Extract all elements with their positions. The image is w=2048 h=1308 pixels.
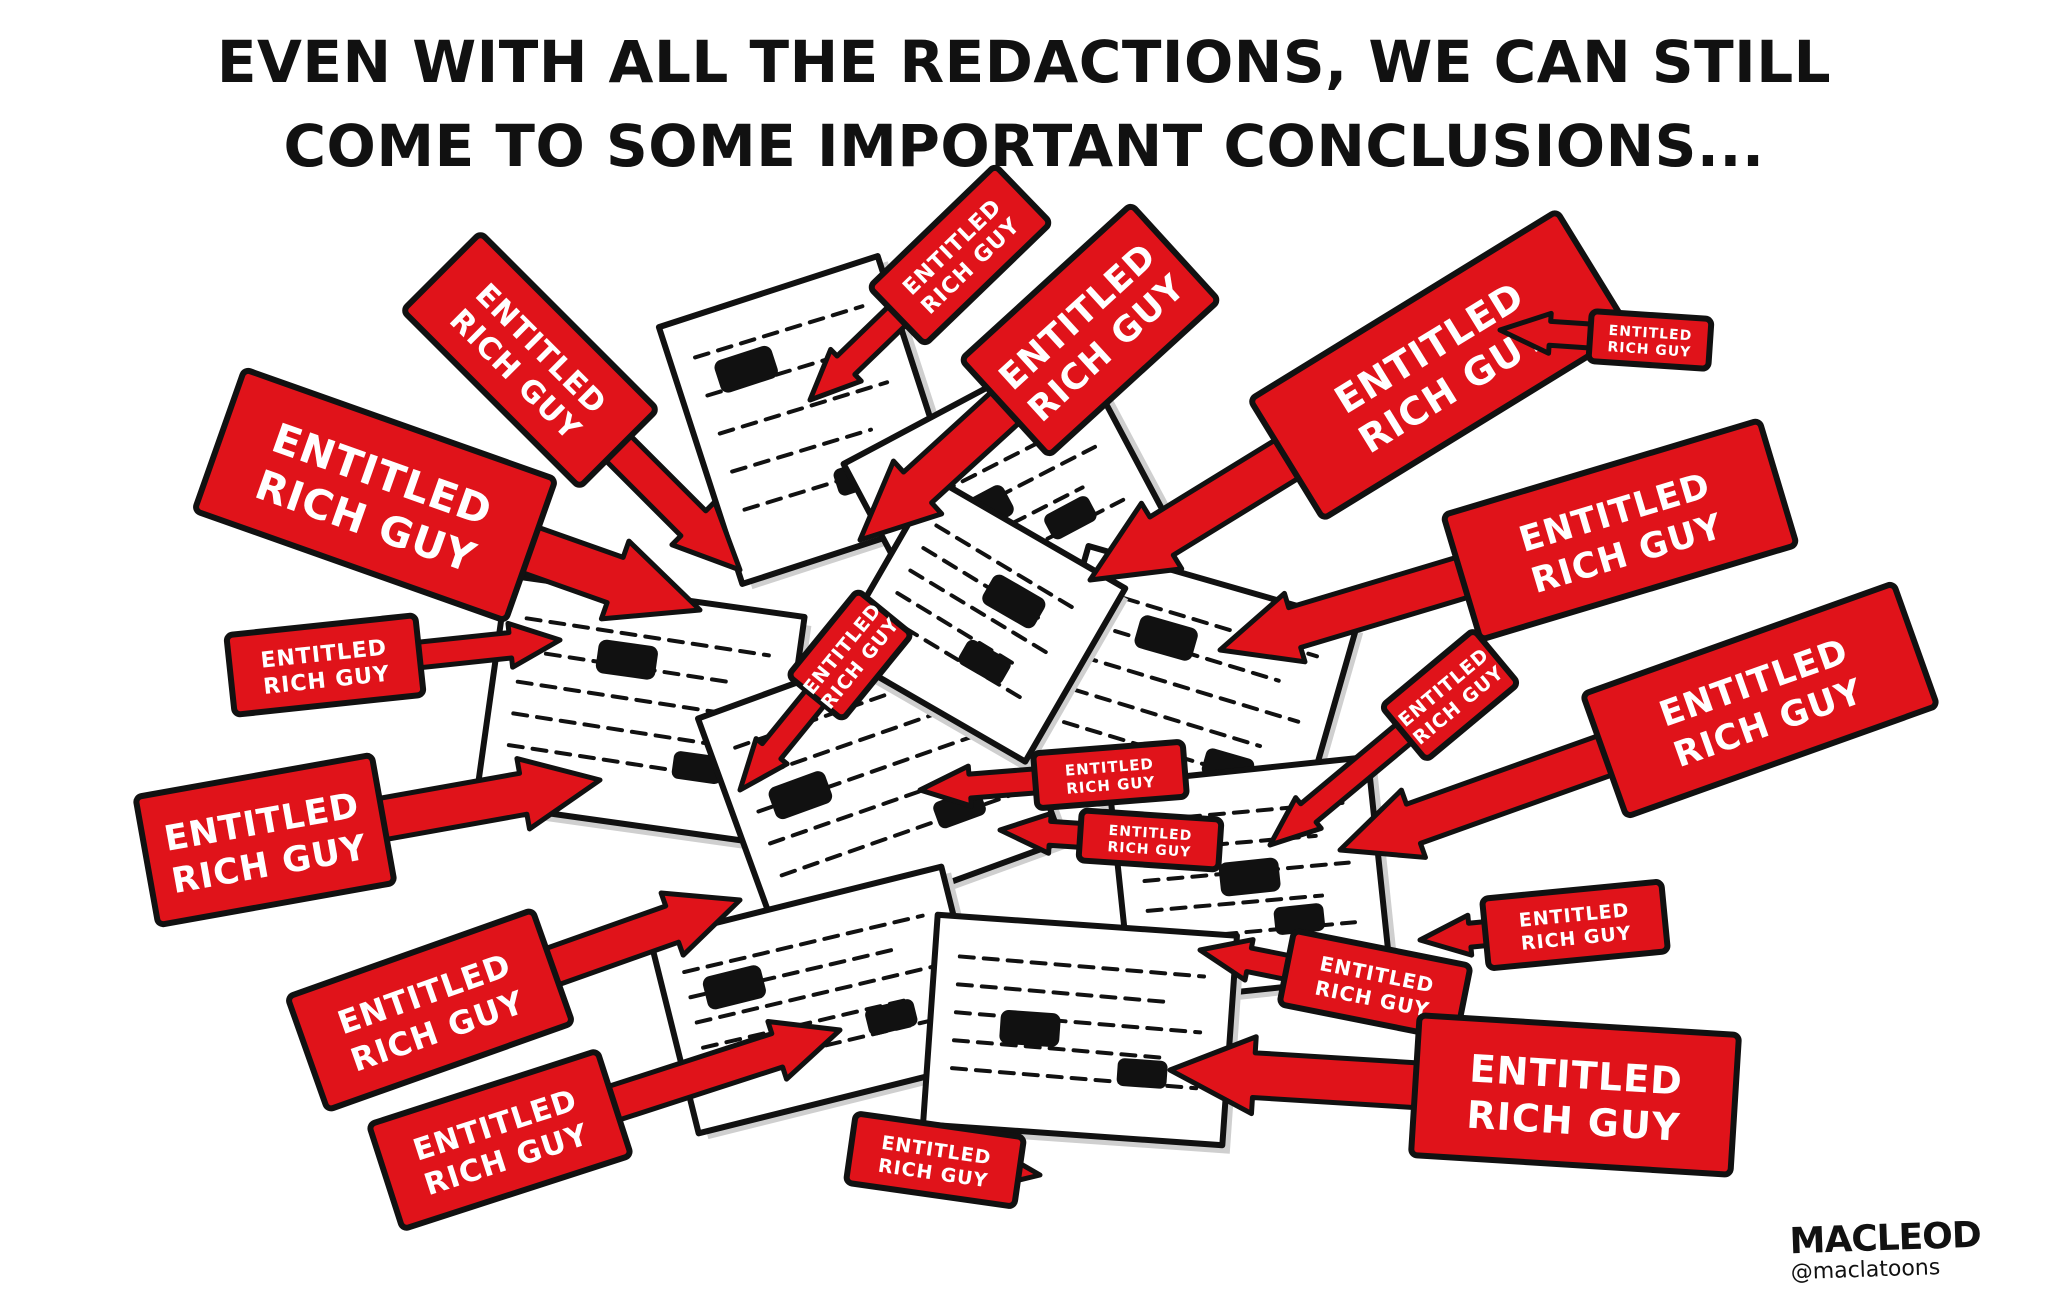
redaction-block: [714, 345, 778, 393]
text-scribble: [934, 523, 1080, 613]
text-scribble: [756, 728, 992, 814]
text-scribble: [921, 546, 1041, 621]
redacted-document: [831, 475, 1129, 773]
redaction-block: [595, 639, 658, 680]
text-scribble: [953, 1010, 1203, 1035]
text-scribble: [730, 427, 873, 474]
label-box: [843, 1111, 1027, 1209]
redaction-block: [958, 639, 1011, 685]
text-scribble: [1145, 893, 1325, 913]
redaction-block: [1218, 857, 1281, 897]
label-box: [1408, 1012, 1742, 1178]
cartoon-caption: EVEN WITH ALL THE REDACTIONS, WE CAN STI…: [0, 20, 2048, 188]
text-scribble: [511, 711, 728, 749]
text-scribble: [1099, 589, 1319, 659]
redaction-block: [702, 965, 766, 1010]
text-scribble: [908, 568, 1054, 658]
text-scribble: [951, 1038, 1171, 1061]
text-scribble: [895, 591, 1015, 666]
caption-line-2: COME TO SOME IMPORTANT CONCLUSIONS...: [283, 112, 1765, 180]
arrow-label-line-1: ENTITLED: [1108, 823, 1193, 845]
signature-name: MACLEOD: [1788, 1214, 1982, 1263]
redaction-block: [1044, 496, 1097, 540]
redaction-block: [1273, 903, 1325, 935]
label-box: [367, 1049, 633, 1231]
redaction-block: [1116, 1058, 1168, 1089]
caption-line-1: EVEN WITH ALL THE REDACTIONS, WE CAN STI…: [216, 28, 1832, 96]
label-box: [1441, 418, 1799, 642]
text-scribble: [682, 913, 925, 975]
label-box: [133, 752, 397, 928]
label-box: [1585, 308, 1715, 372]
label-box: [960, 203, 1220, 457]
label-box: [223, 612, 427, 718]
redaction-block: [865, 999, 918, 1036]
arrow-label-line-1: ENTITLED: [1608, 323, 1693, 345]
label-box: [868, 164, 1052, 346]
label-box: [286, 908, 574, 1112]
redaction-block: [1134, 615, 1198, 661]
label-box: [1249, 210, 1631, 520]
label-box: [1581, 581, 1939, 819]
text-scribble: [1080, 654, 1301, 724]
text-scribble: [1071, 687, 1263, 749]
redaction-block: [768, 771, 833, 820]
arrow-label-line-2: RICH GUY: [1107, 839, 1192, 861]
text-scribble: [693, 304, 865, 360]
label-box: [787, 589, 913, 721]
label-box: [1479, 879, 1671, 971]
label-box: [1075, 807, 1225, 873]
label-box: [402, 232, 658, 488]
redaction-block: [982, 574, 1046, 629]
text-scribble: [955, 982, 1175, 1005]
label-box: [1277, 928, 1473, 1042]
redacted-document: [920, 911, 1245, 1154]
label-box: [193, 367, 557, 623]
text-scribble: [957, 954, 1207, 979]
text-scribble: [524, 616, 771, 658]
label-box: [1380, 629, 1520, 761]
label-box: [1030, 739, 1190, 811]
text-scribble: [694, 964, 938, 1025]
arrow-label-line-2: RICH GUY: [1607, 339, 1692, 361]
redaction-block: [999, 1009, 1061, 1048]
text-scribble: [1062, 720, 1282, 790]
text-scribble: [717, 380, 890, 436]
artist-signature: MACLEOD @maclatoons: [1789, 1215, 1982, 1286]
